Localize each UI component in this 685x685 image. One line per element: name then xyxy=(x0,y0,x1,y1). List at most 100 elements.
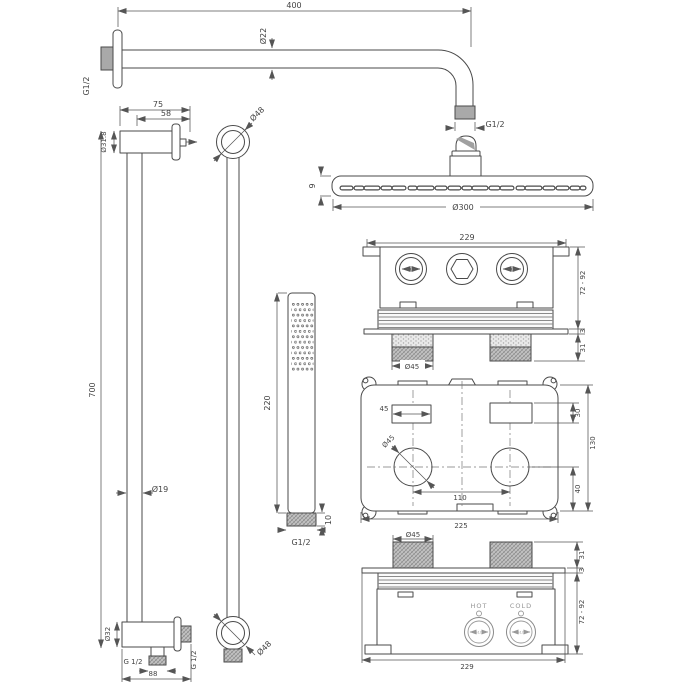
dim-rail-bracket-depth: 58 xyxy=(161,109,171,118)
dim-arm-wall-thread: G1/2 xyxy=(82,76,91,95)
valve-top-right-port xyxy=(496,253,528,285)
dim-rail-bracket-round: Ø48 xyxy=(248,105,267,124)
dim-rail-outlet-thread: G 1/2 xyxy=(124,658,143,666)
valve-bottom-right-knob xyxy=(489,541,533,569)
dim-valve-front-height: 130 xyxy=(589,436,597,449)
valve-bottom-foot-right xyxy=(541,644,569,655)
dim-head-thickness: 9 xyxy=(308,183,317,188)
rail-bottom-outlet xyxy=(150,646,165,657)
dim-hand-shower-length: 220 xyxy=(263,395,272,410)
dim-arm-tube-diameter: Ø22 xyxy=(258,28,268,44)
dim-valve-top-width: 229 xyxy=(459,233,474,242)
valve-front-width-dim: 225 xyxy=(360,512,559,530)
head-neck xyxy=(449,155,482,177)
valve-bottom-foot-left xyxy=(364,644,392,655)
rail-elbow-flange xyxy=(173,616,182,652)
valve-cold-inlet-thread: G1/2 xyxy=(517,631,526,635)
dim-valve-top-knob-diameter: Ø45 xyxy=(405,363,419,371)
rail-bottom-nut xyxy=(148,655,167,666)
dim-valve-cutout-width: 45 xyxy=(380,405,389,413)
rail-top-bracket xyxy=(119,130,174,154)
rail-fixing-pin xyxy=(179,138,187,147)
valve-top-tab-left xyxy=(362,246,381,257)
valve-front-view: 45 Ø45 110 225 30 130 40 xyxy=(360,376,597,530)
rail-top-dimensions: 75 58 xyxy=(119,100,191,132)
dim-valve-axis-offset: 40 xyxy=(574,485,582,494)
dim-arm-length: 400 xyxy=(286,1,301,10)
rail-side-bottom-nut xyxy=(223,648,243,663)
head-dimensions: 9 Ø300 xyxy=(308,166,594,212)
hot-label: HOT xyxy=(471,602,488,610)
dim-head-diameter: Ø300 xyxy=(452,202,474,212)
valve-bottom-width-dim: 229 xyxy=(361,573,566,671)
valve-bottom-plate xyxy=(361,567,566,590)
ball-joint-shade xyxy=(456,137,475,150)
valve-front-right-dims: 30 130 40 xyxy=(532,384,597,512)
dim-rail-side-thread: G 1/2 xyxy=(190,651,198,670)
valve-top-right-knob xyxy=(489,333,532,362)
valve-top-knob-dim: Ø45 xyxy=(391,360,434,371)
dim-valve-top-plate: 3 xyxy=(579,329,587,333)
valve-hot-inlet xyxy=(464,617,494,647)
rail-top-flange xyxy=(171,123,181,161)
dim-arm-outlet-thread: G1/2 xyxy=(485,120,504,129)
valve-top-right-dims: 72 - 92 3 31 xyxy=(534,246,587,362)
valve-top-left-port-thread: G1/2 xyxy=(407,268,416,272)
valve-hot-inlet-thread: G1/2 xyxy=(475,631,484,635)
valve-bottom-right-dims: 31 3 72 - 92 xyxy=(534,541,586,655)
dim-valve-port-spacing: 110 xyxy=(453,494,466,502)
valve-bottom-left-knob xyxy=(392,541,434,569)
dim-rail-base-round: Ø48 xyxy=(255,639,274,658)
dim-valve-bottom-plate: 3 xyxy=(578,568,586,572)
hand-shower-dimensions: 220 10 G1/2 xyxy=(263,292,333,547)
shower-arm-view: 400 Ø22 G1/2 G1/2 xyxy=(82,1,505,131)
valve-top-left-knob xyxy=(391,333,434,362)
valve-top-plate xyxy=(363,309,569,335)
dim-valve-cutout-height: 30 xyxy=(574,409,582,418)
valve-bottom-view: Ø45 HOT COLD G1/2 G1/2 xyxy=(361,531,586,671)
dim-hand-shower-nut: 10 xyxy=(324,515,333,525)
arm-outlet-nut xyxy=(454,105,476,120)
dim-rail-elbow-diameter: Ø32 xyxy=(104,627,112,641)
rail-elbow-body xyxy=(121,621,175,648)
valve-top-width-dim: 229 xyxy=(366,233,567,247)
slide-rail-side-view: Ø48 Ø48 xyxy=(212,105,274,663)
hand-shower-nut xyxy=(286,512,317,527)
dim-valve-front-width: 225 xyxy=(454,522,467,530)
valve-front-left-knob-hole xyxy=(393,447,433,487)
rail-dimensions: Ø31.8 700 Ø19 xyxy=(88,130,168,649)
rail-side-nut xyxy=(180,625,192,643)
head-collar xyxy=(451,150,481,157)
dim-rail-length: 700 xyxy=(88,382,97,397)
valve-top-left-port xyxy=(395,253,427,285)
dim-rail-tube-diameter: Ø19 xyxy=(152,484,168,494)
dim-valve-top-depth: 72 - 92 xyxy=(579,271,587,296)
rail-bottom-dimensions: Ø32 G 1/2 88 G 1/2 xyxy=(104,621,198,682)
arm-dimensions: 400 Ø22 G1/2 G1/2 xyxy=(82,1,505,131)
dim-hand-shower-thread: G1/2 xyxy=(291,538,310,547)
valve-front-bottom-tab xyxy=(456,503,494,512)
dim-valve-bottom-knob-diameter: Ø45 xyxy=(406,531,420,539)
valve-cold-inlet xyxy=(506,617,536,647)
hand-shower-spray-face xyxy=(291,301,314,372)
slide-rail-front-view: 75 58 Ø31.8 700 Ø19 Ø32 G 1/2 xyxy=(88,100,198,682)
cold-label: COLD xyxy=(510,602,532,610)
valve-top-view: 229 G1/2 G1/2 xyxy=(362,233,587,371)
dim-valve-bottom-depth: 72 - 92 xyxy=(578,600,586,625)
dim-rail-base-width: 88 xyxy=(149,670,158,678)
arm-wall-flange xyxy=(112,29,123,89)
arm-wall-nut xyxy=(100,46,114,71)
dim-rail-bracket-width: 75 xyxy=(153,100,163,109)
valve-front-right-cutout xyxy=(489,402,533,424)
valve-top-hex-nut xyxy=(450,259,474,279)
valve-top-tab-right xyxy=(552,246,570,257)
rail-tube xyxy=(126,152,143,623)
valve-bottom-knob-dim: Ø45 xyxy=(392,531,434,542)
dim-valve-bottom-knob-height: 31 xyxy=(578,551,586,560)
valve-top-right-port-thread: G1/2 xyxy=(508,268,517,272)
dim-valve-top-knob-height: 31 xyxy=(579,344,587,353)
dim-valve-bottom-width: 229 xyxy=(460,663,473,671)
valve-top-center-boss xyxy=(446,253,478,285)
